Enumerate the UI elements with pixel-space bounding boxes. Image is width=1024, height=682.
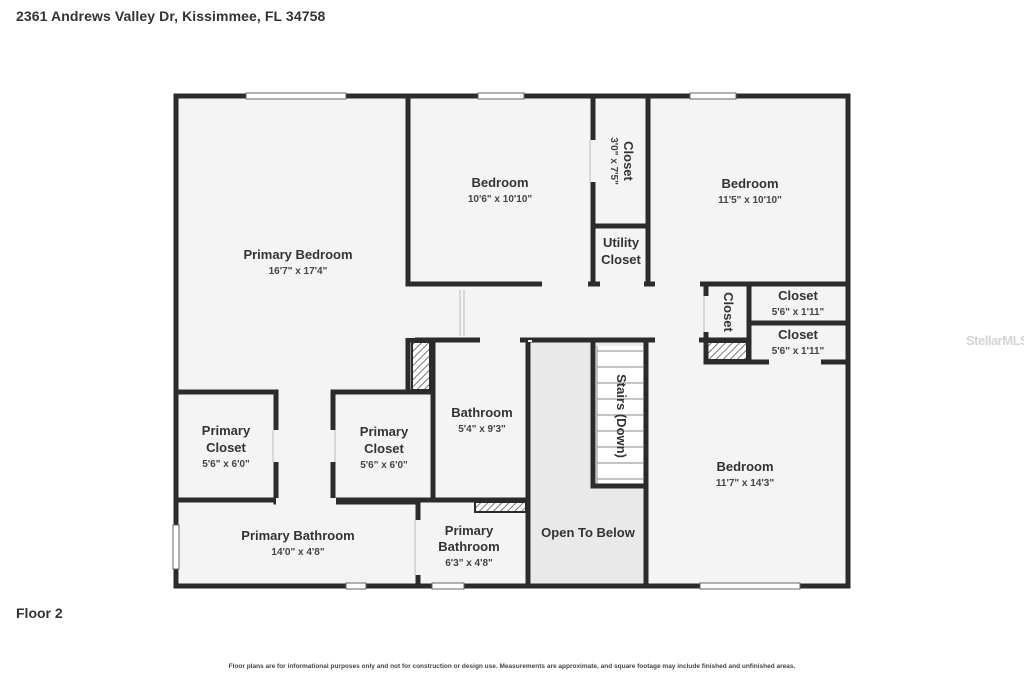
hatched-chase: [411, 341, 431, 391]
room-dims-primary-closet-1: 5'6" x 6'0": [202, 459, 250, 470]
room-name-primary-bathroom-2b: Bathroom: [438, 539, 499, 554]
room-name-primary-closet-2b: Closet: [364, 441, 404, 456]
room-name-primary-bedroom: Primary Bedroom: [243, 247, 352, 262]
room-name-primary-closet-1b: Closet: [206, 440, 246, 455]
room-dims-bathroom: 5'4" x 9'3": [458, 424, 506, 435]
room-name-utility-closet-1: Utility: [603, 235, 640, 250]
room-name-bedroom-2: Bedroom: [721, 176, 778, 191]
opening-frames: [272, 140, 705, 575]
room-name-primary-bathroom-1: Primary Bathroom: [241, 528, 354, 543]
room-name-utility-closet-2: Closet: [601, 252, 641, 267]
room-dims-closet-top: 3'0" x 7'5": [608, 137, 619, 185]
room-dims-bedroom-3: 11'7" x 14'3": [716, 478, 774, 489]
openings: [271, 140, 821, 575]
room-dims-primary-closet-2: 5'6" x 6'0": [360, 460, 408, 471]
room-name-closet-top: Closet: [621, 141, 636, 181]
room-name-closet-a: Closet: [778, 288, 818, 303]
room-dims-primary-bathroom-2: 6'3" x 4'8": [445, 558, 493, 569]
room-name-bedroom-1: Bedroom: [471, 175, 528, 190]
room-name-primary-closet-2a: Primary: [360, 424, 409, 439]
stair-treads: [596, 346, 643, 485]
property-address: 2361 Andrews Valley Dr, Kissimmee, FL 34…: [16, 8, 326, 24]
room-dims-primary-bedroom: 16'7" x 17'4": [269, 266, 328, 277]
room-dims-primary-bathroom-1: 14'0" x 4'8": [271, 547, 324, 558]
hatched-chase: [706, 341, 748, 361]
floor-label: Floor 2: [16, 605, 63, 621]
room-dims-closet-b: 5'6" x 1'11": [772, 346, 825, 357]
room-dims-bedroom-1: 10'6" x 10'10": [468, 194, 533, 205]
room-dims-closet-a: 5'6" x 1'11": [772, 307, 825, 318]
room-name-bathroom: Bathroom: [451, 405, 512, 420]
hatched-chase: [474, 501, 527, 513]
room-name-closet-b: Closet: [778, 327, 818, 342]
room-dims-bedroom-2: 11'5" x 10'10": [718, 195, 782, 206]
windows: [172, 92, 801, 590]
room-name-primary-closet-1a: Primary: [202, 423, 251, 438]
room-name-closet-small: Closet: [721, 292, 736, 332]
watermark-logo: StellarMLS: [966, 333, 1024, 348]
disclaimer: Floor plans are for informational purpos…: [228, 663, 796, 670]
room-name-stairs: Stairs (Down): [614, 374, 629, 458]
room-name-bedroom-3: Bedroom: [716, 459, 773, 474]
room-name-primary-bathroom-2a: Primary: [445, 523, 494, 538]
room-name-open-to-below: Open To Below: [541, 525, 636, 540]
